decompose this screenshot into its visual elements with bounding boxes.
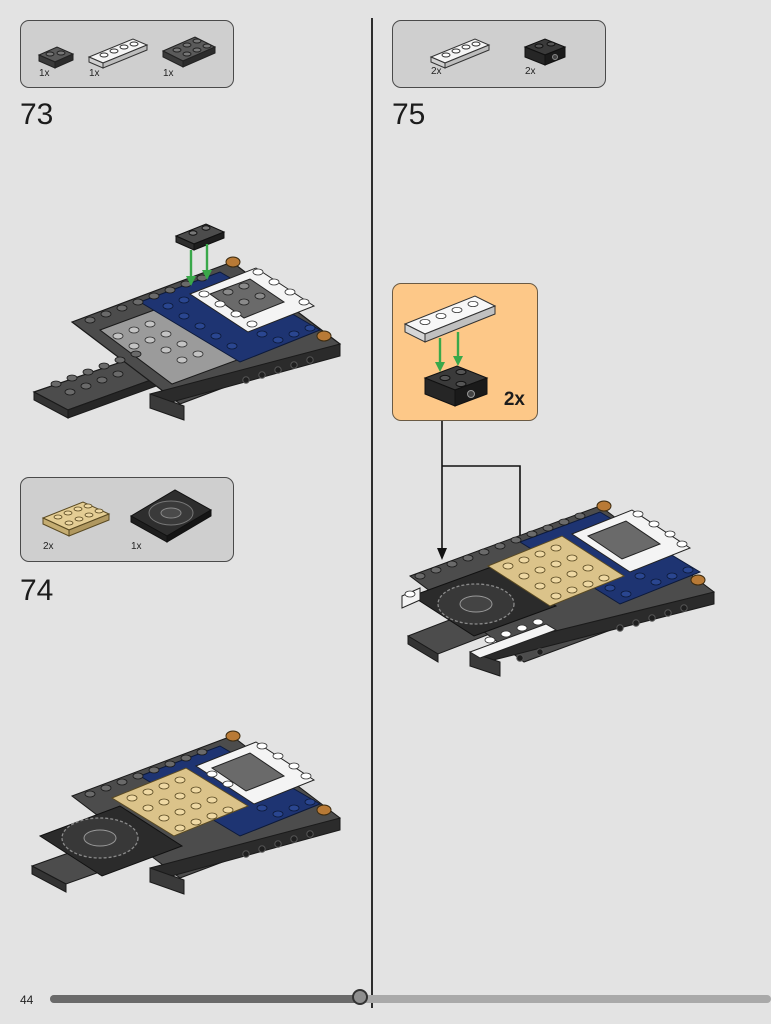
- parts-box-step-73: 1x 1x 1x: [20, 20, 234, 88]
- step-number-73: 73: [20, 98, 54, 131]
- callout-green-arrows: [435, 332, 463, 372]
- parts-icons-74: [41, 489, 213, 543]
- incoming-part-73: [174, 223, 226, 251]
- column-divider: [371, 18, 373, 1008]
- step-number-75: 75: [392, 98, 426, 131]
- part-dark-2x3-plate: [161, 36, 217, 68]
- callout-quantity: 2x: [503, 389, 525, 410]
- step-number-74: 74: [20, 574, 54, 607]
- part-qty: 2x: [43, 541, 54, 552]
- progress-marker: [352, 989, 369, 1005]
- part-qty: 2x: [525, 66, 536, 77]
- part-qty: 1x: [89, 68, 100, 79]
- part-white-1x4-plate: [429, 38, 491, 69]
- sub-assembly-callout: 2x: [392, 283, 538, 421]
- sub-assembly-illustration: [403, 295, 497, 407]
- green-arrows-73: [186, 244, 212, 286]
- page-number: 44: [20, 993, 34, 1007]
- part-black-side-stud-brick: [523, 38, 567, 66]
- part-turntable-plate: [129, 489, 213, 543]
- callout-white-plate: [403, 295, 497, 343]
- progress-fill: [50, 995, 361, 1003]
- progress-bar: [50, 989, 771, 1005]
- callout-black-brick: [423, 365, 489, 407]
- model-step-73: [32, 256, 342, 421]
- part-qty: 1x: [131, 541, 142, 552]
- parts-box-step-75: 2x 2x: [392, 20, 606, 88]
- parts-icons-73: [37, 36, 217, 69]
- part-qty: 1x: [163, 68, 174, 79]
- part-dark-1x2-plate: [37, 46, 75, 69]
- parts-box-step-74: 2x 1x: [20, 477, 234, 562]
- part-qty: 2x: [431, 66, 442, 77]
- model-step-74: [30, 730, 342, 895]
- part-white-1x4-plate: [87, 38, 149, 69]
- part-tan-2x4-plate: [41, 501, 111, 537]
- model-step-75: [401, 500, 716, 677]
- part-qty: 1x: [39, 68, 50, 79]
- parts-icons-75: [429, 38, 567, 69]
